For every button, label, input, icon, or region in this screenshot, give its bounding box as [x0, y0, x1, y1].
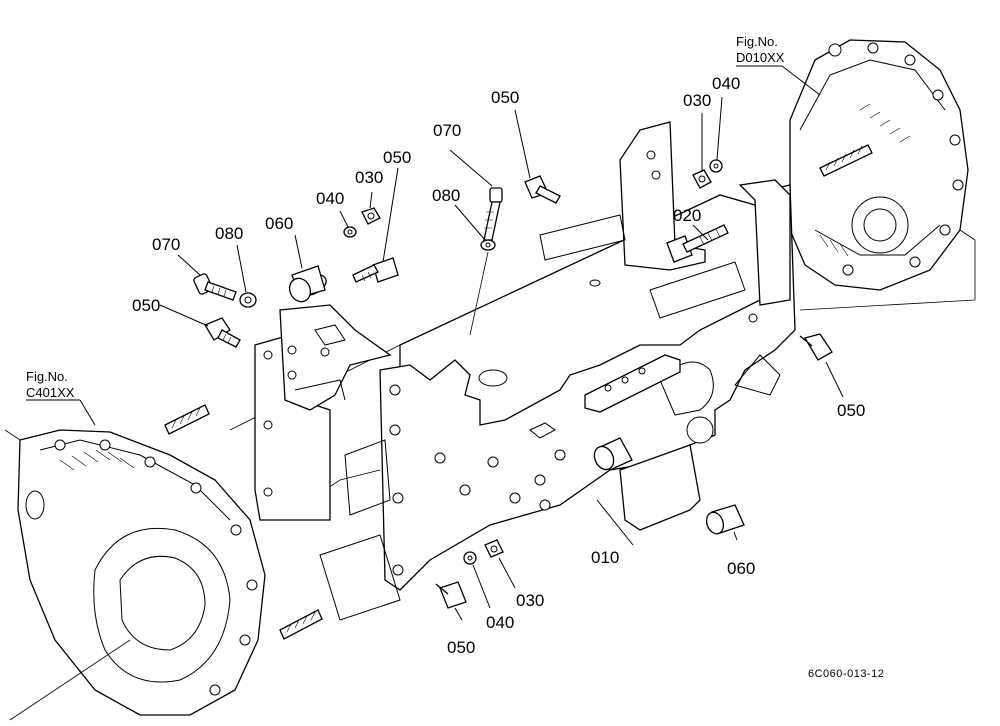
callout-010: 010 — [591, 548, 619, 567]
nut-030-upper-left — [361, 207, 381, 225]
bolt-070-center — [483, 187, 503, 241]
washer-080-center — [480, 239, 496, 251]
lockwasher-040-upper-left — [343, 226, 357, 238]
callout-labels: 010 020 030 040 050 070 080 050 030 040 … — [132, 74, 865, 657]
leader-lines — [79, 65, 844, 621]
callout-020: 020 — [673, 206, 701, 225]
callout-040-top-right: 040 — [712, 74, 740, 93]
nut-030-bottom — [484, 539, 504, 558]
callout-060-right: 060 — [727, 559, 755, 578]
bolt-070-left — [193, 273, 237, 301]
fig-ref-d010-line2: D010XX — [736, 50, 785, 65]
bolt-050-right — [799, 333, 833, 361]
callout-070-center: 070 — [433, 121, 461, 140]
fig-ref-d010-line1: Fig.No. — [736, 34, 778, 49]
left-front-bracket — [254, 304, 392, 521]
callout-040-upper-left: 040 — [316, 189, 344, 208]
stud-bolt-left-lower — [279, 609, 323, 640]
callout-060-upper-left: 060 — [265, 214, 293, 233]
callout-080-left: 080 — [215, 224, 243, 243]
front-transmission-housing — [4, 404, 323, 721]
callout-030-upper-left: 030 — [355, 168, 383, 187]
bolt-020 — [666, 224, 729, 263]
stud-bolt-right — [819, 144, 873, 177]
callout-070-left: 070 — [152, 235, 180, 254]
lockwasher-040-bottom — [463, 551, 477, 565]
nut-030-top-right — [692, 169, 712, 189]
lockwasher-040-top-right — [709, 159, 723, 173]
fig-ref-d010: Fig.No. D010XX — [736, 34, 785, 67]
frame-assembly — [229, 121, 796, 621]
bolt-050-upper-left — [352, 257, 399, 283]
fig-ref-c401: Fig.No. C401XX — [26, 369, 80, 401]
callout-050-right: 050 — [837, 401, 865, 420]
bolt-050-top — [524, 175, 561, 204]
washer-080-left — [239, 292, 257, 308]
bolt-050-bottom — [435, 581, 467, 609]
fig-ref-c401-line2: C401XX — [26, 385, 75, 400]
rear-transmission-housing — [789, 39, 976, 311]
callout-030-bottom: 030 — [516, 591, 544, 610]
callout-050-left: 050 — [132, 296, 160, 315]
bushing-upper-left — [288, 265, 327, 303]
callout-050-bottom: 050 — [447, 638, 475, 657]
callout-050-upper-left: 050 — [383, 148, 411, 167]
bushing-frame — [593, 437, 633, 471]
callout-040-bottom: 040 — [486, 613, 514, 632]
callout-030-top-right: 030 — [683, 91, 711, 110]
callout-080-center: 080 — [432, 186, 460, 205]
stud-bolt-left-upper — [164, 404, 210, 435]
top-clamp-bar — [584, 354, 681, 413]
bolt-050-left — [204, 317, 241, 348]
document-number: 6C060-013-12 — [808, 668, 884, 680]
callout-050-top: 050 — [491, 88, 519, 107]
fig-ref-c401-line1: Fig.No. — [26, 369, 68, 384]
bushing-right — [705, 504, 745, 535]
